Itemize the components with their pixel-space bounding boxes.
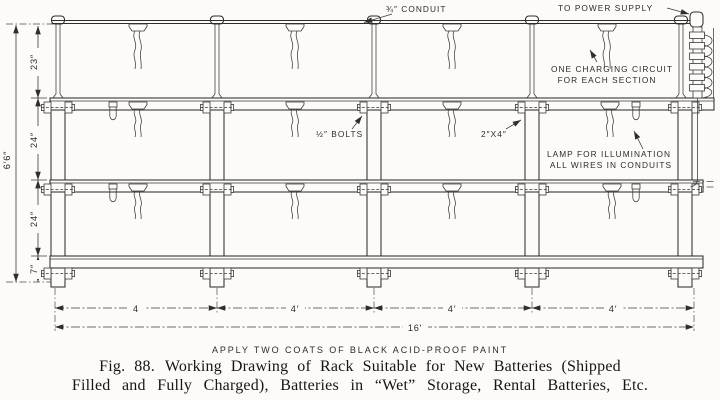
- battery-rack-drawing: 6′6″ 23″ 24″ 24″ 7″: [2, 3, 716, 355]
- figure-caption: Fig. 88. Working Drawing of Rack Suitable…: [0, 357, 720, 395]
- top-conduit: [51, 19, 697, 70]
- dim-base: 7″: [29, 264, 39, 274]
- dim-lower-section: 24″: [29, 211, 39, 227]
- label-lamp-1: LAMP FOR ILLUMINATION: [547, 149, 671, 159]
- caption-line-2: Filled and Fully Charged), Batteries in …: [71, 377, 649, 394]
- label-bolts: ½″ BOLTS: [316, 129, 363, 139]
- label-lamp-2: ALL WIRES IN CONDUITS: [550, 160, 672, 170]
- dim-bay-1: 4: [133, 304, 139, 314]
- label-to-power-supply: TO POWER SUPPLY: [558, 3, 653, 13]
- caption-line-1: Fig. 88. Working Drawing of Rack Suitable…: [0, 357, 720, 376]
- label-charging-circuit-1: ONE CHARGING CIRCUIT: [551, 64, 673, 74]
- dim-overall-length: 16′: [408, 323, 422, 333]
- dim-top-section: 23″: [29, 54, 39, 70]
- caption-text-1: Working Drawing of Rack Suitable for New…: [164, 358, 621, 375]
- dim-bay-2: 4′: [291, 304, 299, 314]
- shelf-rails: [49, 97, 716, 269]
- dim-mid-section: 24″: [29, 132, 39, 148]
- dim-overall-height: 6′6″: [2, 151, 12, 169]
- power-wireway: [689, 11, 714, 188]
- annotations: ¾″ CONDUIT TO POWER SUPPLY ONE CHARGING …: [316, 3, 690, 170]
- label-charging-circuit-2: FOR EACH SECTION: [558, 75, 657, 85]
- length-dimensions: 4 4′ 4′ 4′ 16′: [54, 288, 695, 333]
- paint-note: APPLY TWO COATS OF BLACK ACID-PROOF PAIN…: [212, 345, 508, 355]
- label-lumber: 2″X4″: [481, 129, 507, 139]
- conduit-drop: [690, 98, 698, 188]
- figure-number: Fig. 88.: [99, 358, 155, 375]
- label-conduit: ¾″ CONDUIT: [386, 4, 446, 14]
- dim-bay-3: 4′: [448, 304, 456, 314]
- dim-bay-4: 4′: [609, 304, 617, 314]
- height-dimensions: 6′6″ 23″ 24″ 24″ 7″: [2, 23, 54, 283]
- conduit-risers: [50, 15, 689, 100]
